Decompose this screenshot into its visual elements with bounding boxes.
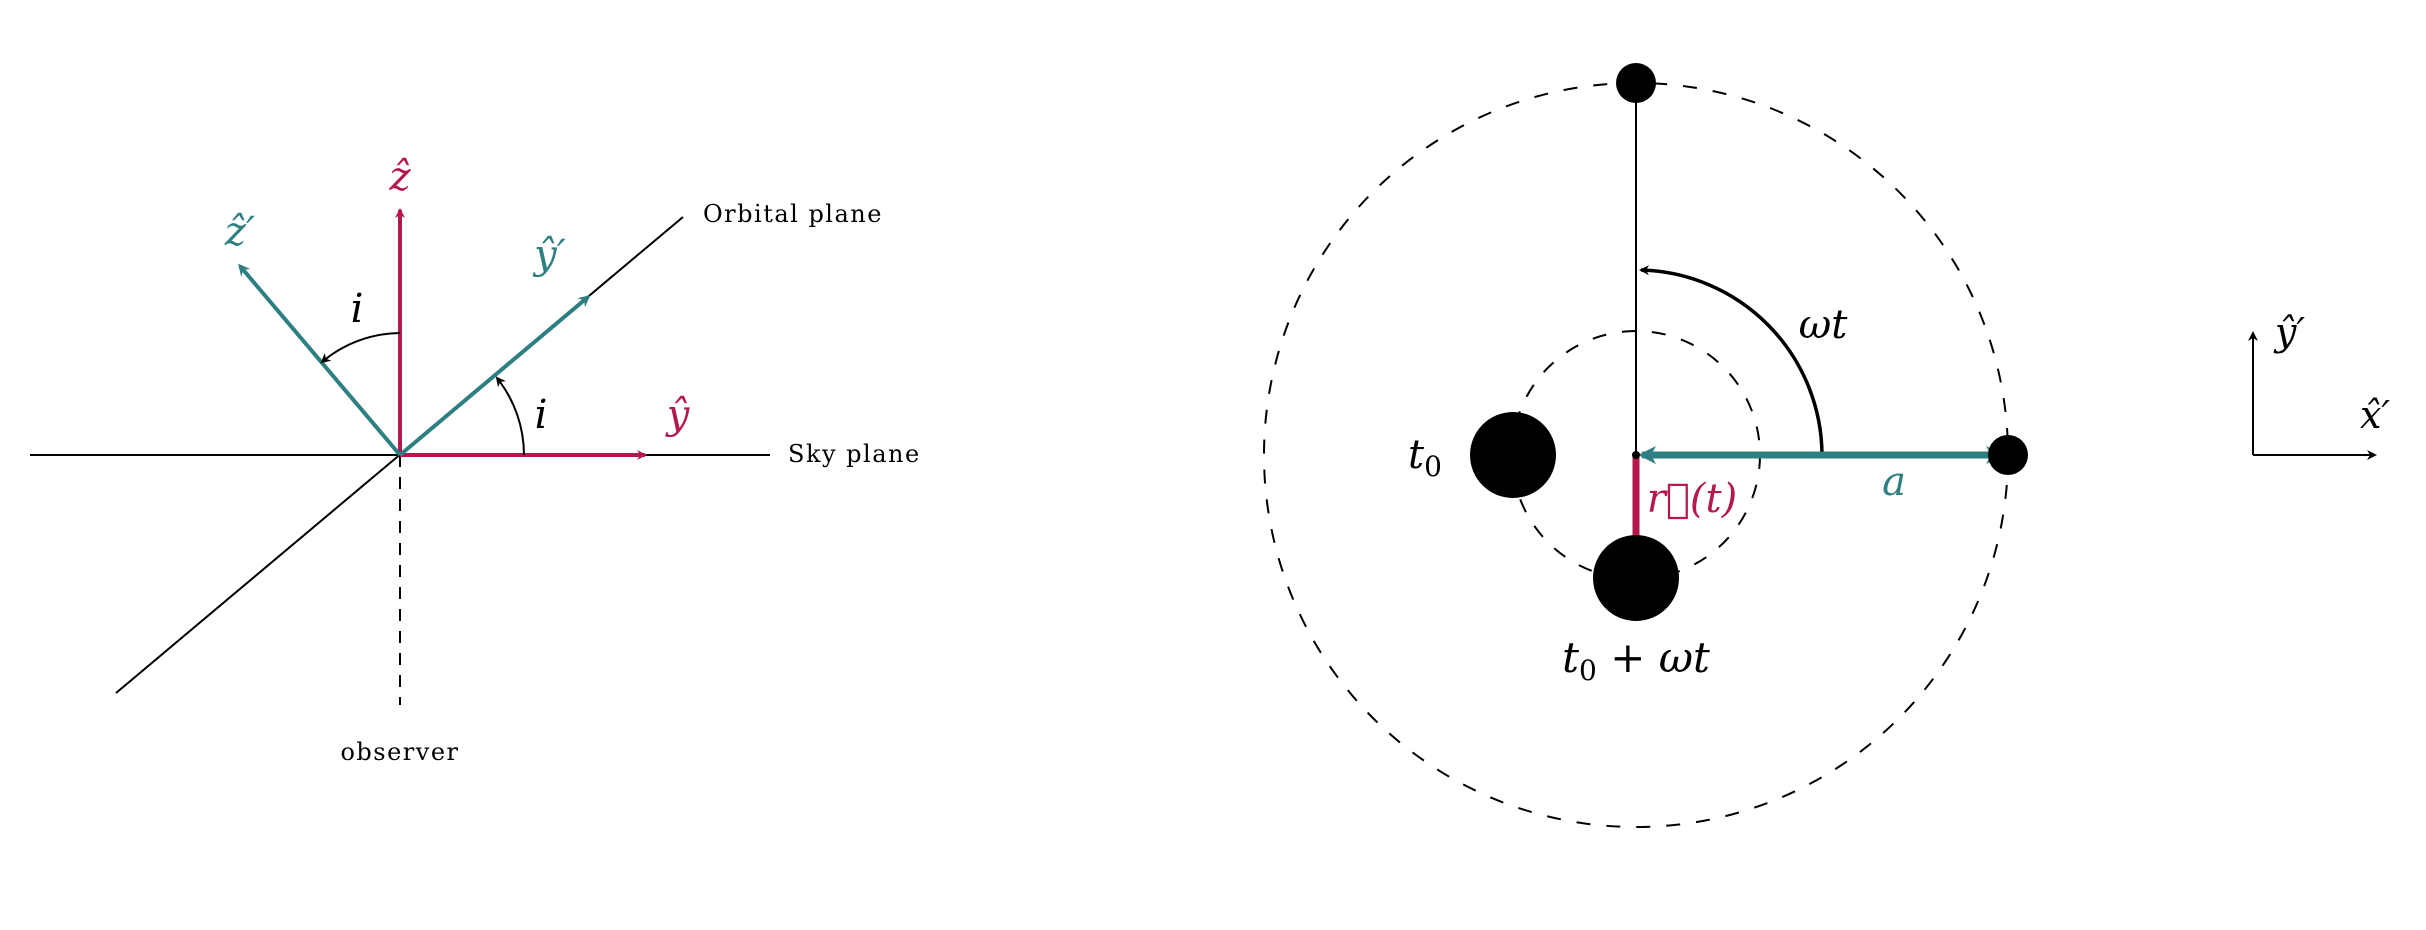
t0-plus-omega-t-label: t0 + ωt [1562, 633, 1710, 687]
y-prime-hat-label: ŷ′ [532, 232, 566, 278]
semi-major-axis-label: a [1882, 459, 1906, 505]
center-dot [1632, 451, 1640, 459]
angle-arc-lower [495, 376, 525, 456]
t0-base: t [1408, 432, 1425, 478]
inset-x-prime-label: x̂′ [2360, 393, 2390, 437]
star-at-t0-plus-omega-t [1593, 535, 1679, 621]
star-at-t0 [1470, 412, 1556, 498]
omega-t-label: ωt [1799, 302, 1849, 348]
orbit-diagram: ωt t0 t0 + ωt r⃗(t) a [1263, 63, 2028, 828]
inset-y-prime-label: ŷ′ [2273, 310, 2305, 354]
angle-i-upper-label: i [351, 286, 364, 332]
t0-plus-omega-t-rest: + ωt [1597, 633, 1710, 682]
t0-plus-omega-t-subscript: 0 [1579, 654, 1597, 687]
right-planet [1988, 435, 2028, 475]
t0-subscript: 0 [1424, 450, 1442, 483]
top-planet [1616, 63, 1656, 103]
y-prime-hat-arrow [398, 295, 591, 457]
position-vector-label: r⃗(t) [1647, 476, 1737, 522]
z-prime-hat-arrow [238, 263, 402, 457]
inclination-diagram: ẑ ẑ′ ŷ′ ŷ i i Orbital plane Sky plane ob… [30, 154, 921, 766]
sky-plane-label: Sky plane [788, 440, 921, 468]
t0-label: t0 [1408, 432, 1442, 483]
omega-t-arc [1639, 265, 1824, 456]
z-hat-label: ẑ [388, 154, 411, 200]
axes-inset: ŷ′ x̂′ [2248, 310, 2390, 460]
y-hat-label: ŷ [665, 392, 691, 438]
z-prime-hat-label: ẑ′ [224, 209, 255, 255]
observer-label: observer [340, 738, 459, 766]
angle-i-lower-label: i [535, 392, 548, 438]
t0-plus-omega-t-base: t [1562, 633, 1579, 682]
angle-arc-upper [320, 332, 401, 364]
orbital-plane-label: Orbital plane [703, 200, 883, 228]
